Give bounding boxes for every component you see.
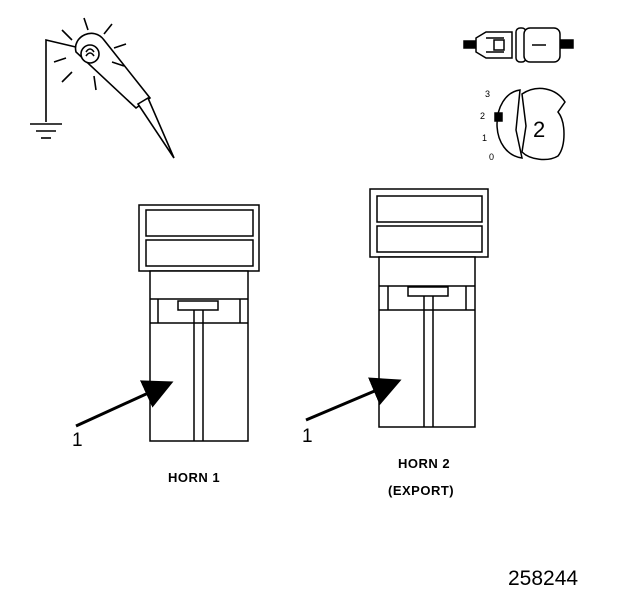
horn-1-callout-arrow xyxy=(75,380,174,428)
horn-2-callout: 1 xyxy=(302,426,313,447)
key-mark-0: 0 xyxy=(489,152,494,162)
horn-2-title: HORN 2 xyxy=(398,456,451,471)
key-mark-3: 3 xyxy=(485,89,490,99)
key-position-marks: 3 2 1 0 2 xyxy=(480,89,545,162)
horn-1-title: HORN 1 xyxy=(168,470,221,485)
horn-2-relay xyxy=(369,188,489,428)
key-mark-2: 2 xyxy=(480,111,485,121)
horn-1-relay xyxy=(138,204,260,442)
ground-symbol-icon xyxy=(30,123,62,139)
horn-2-callout-arrow xyxy=(305,377,402,422)
figure-number: 258244 xyxy=(508,567,579,590)
key-mark-1: 1 xyxy=(482,133,487,143)
horn-2-subtitle: (EXPORT) xyxy=(388,483,455,498)
key-selected-position: 2 xyxy=(533,117,545,142)
horn-1-callout: 1 xyxy=(72,430,83,451)
connector-icon xyxy=(463,27,574,63)
ignition-switch-icon xyxy=(494,87,566,161)
test-lamp-probe-icon xyxy=(30,17,175,159)
